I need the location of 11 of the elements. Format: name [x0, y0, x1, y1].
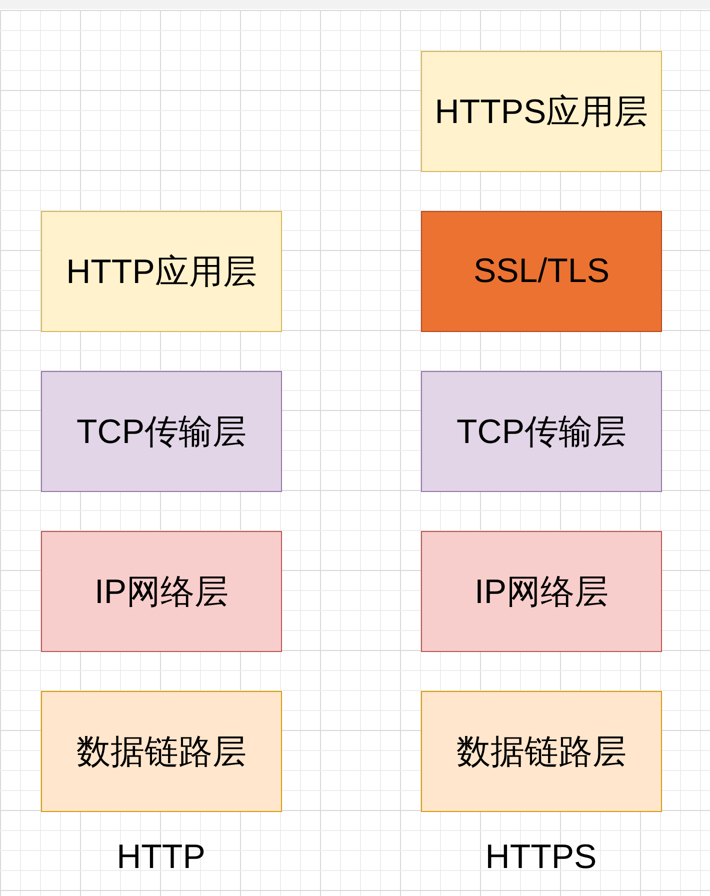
layer-box: TCP传输层: [421, 371, 662, 492]
layer-box: IP网络层: [41, 531, 282, 652]
layer-box: HTTP应用层: [41, 211, 282, 332]
layer-box: HTTPS应用层: [421, 51, 662, 172]
layer-box: TCP传输层: [41, 371, 282, 492]
column-label: HTTPS: [485, 838, 597, 877]
layer-box: IP网络层: [421, 531, 662, 652]
layer-box: 数据链路层: [421, 691, 662, 812]
layer-box: SSL/TLS: [421, 211, 662, 332]
column-label: HTTP: [116, 838, 206, 877]
layer-box: 数据链路层: [41, 691, 282, 812]
